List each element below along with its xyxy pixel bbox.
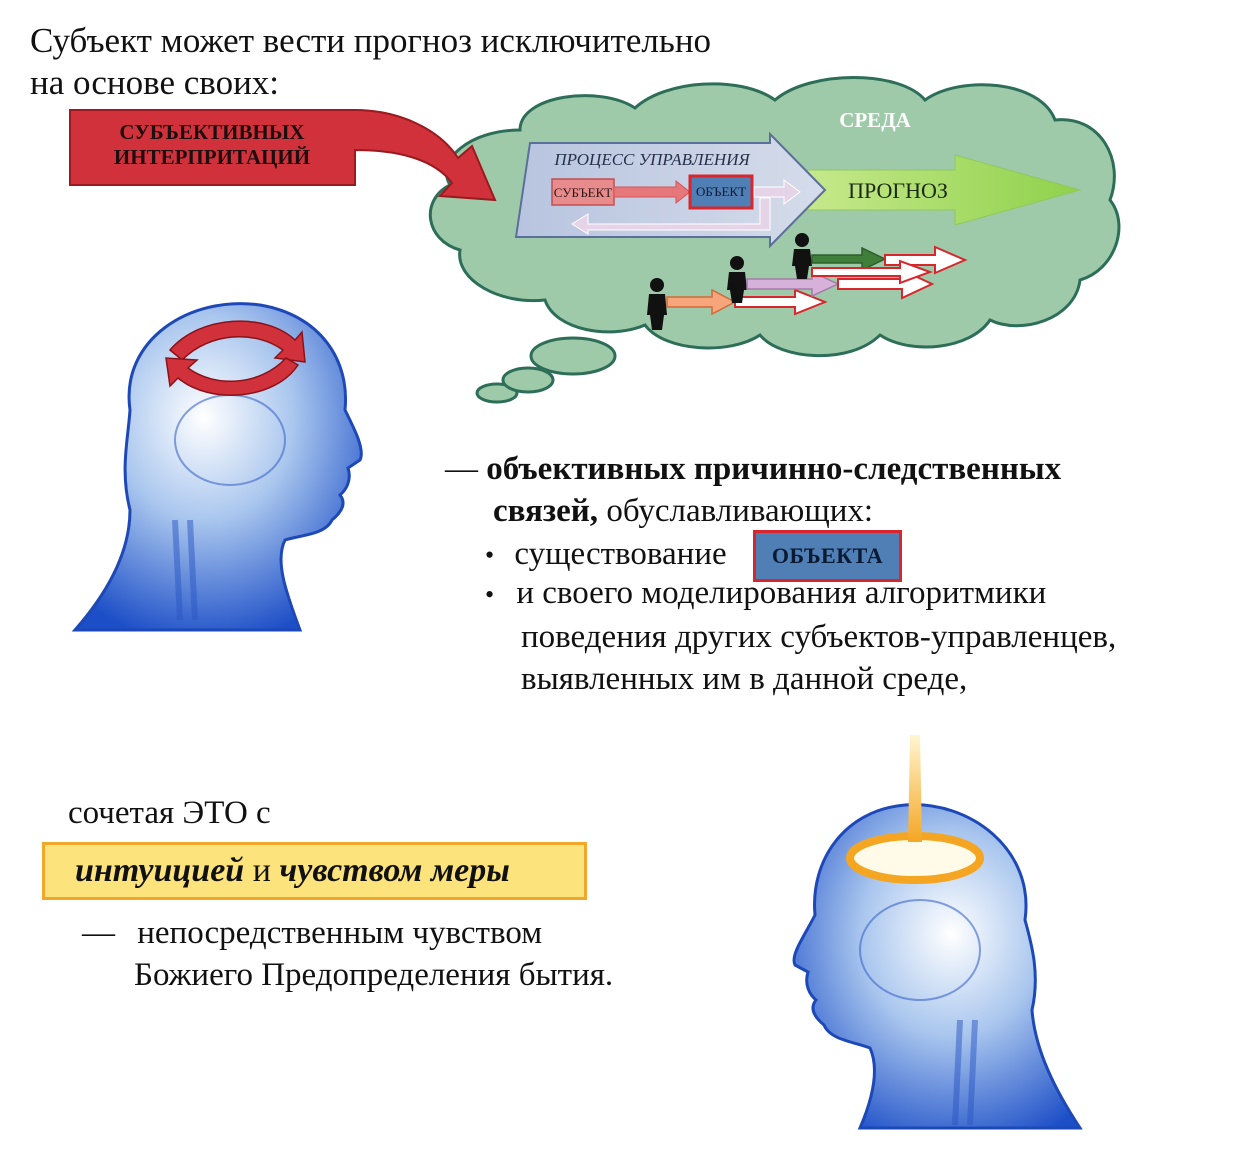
halo-ring — [846, 832, 984, 884]
actor-2-lilac-arrow — [746, 270, 840, 298]
bullet-2-line-2: поведения других субъектов-управленцев, — [521, 619, 1117, 655]
spine-left — [172, 519, 198, 621]
bullet-2: • и своего моделирования алгоритмики пов… — [485, 572, 1116, 700]
intro-text: Субъект может вести прогноз исключительн… — [30, 20, 711, 104]
actor-1 — [647, 278, 667, 330]
objective-dash: — — [445, 451, 478, 487]
intuition-measure-box: интуицией и чувством меры — [42, 842, 587, 900]
bullet-2-line-1: и своего моделирования алгоритмики — [516, 575, 1047, 611]
light-beam — [908, 735, 922, 842]
skull-outline-right — [859, 899, 981, 1001]
bullet-1: • существование ОБЪЕКТА — [485, 530, 903, 582]
objective-bold-line-2: связей, — [493, 493, 599, 529]
actor-3-red-arrow-1 — [884, 245, 968, 275]
cycle-arrow-top — [168, 320, 306, 363]
subject-box-label: СУБЪЕКТ — [554, 185, 612, 200]
subject-to-object-arrow — [613, 179, 691, 205]
red-arrow-line-1: СУБЪЕКТИВНЫХ — [119, 120, 304, 144]
objective-block: — объективных причинно-следственных связ… — [445, 448, 1061, 532]
red-arrow-line-2: ИНТЕРПРИТАЦИЙ — [114, 145, 310, 169]
spine-right — [952, 1019, 978, 1126]
object-to-outside-arrow — [753, 179, 801, 205]
head-silhouette-left — [71, 302, 363, 632]
actor-3 — [792, 233, 812, 279]
bullet-2-dot: • — [485, 580, 495, 609]
actor-1-red-arrow — [734, 288, 828, 316]
control-process-label: ПРОЦЕСС УПРАВЛЕНИЯ — [553, 150, 750, 169]
closing-line-2: Божиего Предопределения бытия. — [134, 957, 614, 993]
bullet-2-line-3: выявленных им в данной среде, — [521, 661, 968, 697]
actor-3-green-arrow — [811, 246, 887, 272]
actor-3-red-arrow-2 — [811, 259, 933, 285]
cycle-arrow-bottom — [165, 357, 300, 396]
objective-rest-line-2: обуславливающих: — [598, 493, 874, 529]
and-text: и — [244, 852, 280, 889]
head-with-halo-illustration — [792, 735, 1083, 1130]
object-box — [688, 174, 754, 210]
actor-2 — [727, 256, 747, 303]
head-silhouette-right — [792, 803, 1083, 1130]
feedback-loop-arrow — [571, 197, 771, 235]
forecast-label: ПРОГНОЗ — [848, 178, 948, 203]
intro-line-2: на основе своих: — [30, 63, 280, 102]
subject-box — [551, 178, 615, 206]
bullet-1-text: существование — [514, 535, 727, 572]
head-with-cycle-illustration — [71, 302, 363, 632]
measure-text: чувством меры — [279, 852, 510, 889]
forecast-diagram: СУБЪЕКТИВНЫХ ИНТЕРПРИТАЦИЙ СРЕДА ПРОГНОЗ… — [69, 76, 1121, 404]
combine-text: сочетая ЭТО с — [68, 795, 271, 831]
thought-bubble-large — [529, 336, 617, 376]
thought-bubble-small — [475, 382, 519, 404]
actor-1-orange-arrow — [666, 288, 737, 316]
thought-bubble-medium — [501, 366, 555, 394]
bullet-1-dot: • — [485, 540, 495, 570]
objective-bold-line-1: объективных причинно-следственных — [486, 451, 1062, 487]
object-box-label: ОБЪЕКТ — [696, 184, 746, 199]
object-highlight-box: ОБЪЕКТА — [752, 530, 903, 582]
intro-line-1: Субъект может вести прогноз исключительн… — [30, 21, 712, 60]
closing-block: — непосредственным чувством Божиего Пред… — [82, 912, 613, 996]
environment-label: СРЕДА — [839, 108, 911, 132]
closing-line-1: непосредственным чувством — [137, 915, 543, 951]
subjective-interpretations-arrow — [69, 109, 497, 202]
intuition-text: интуицией — [75, 852, 245, 889]
closing-dash: — — [82, 915, 115, 951]
forecast-arrow — [789, 154, 1082, 226]
